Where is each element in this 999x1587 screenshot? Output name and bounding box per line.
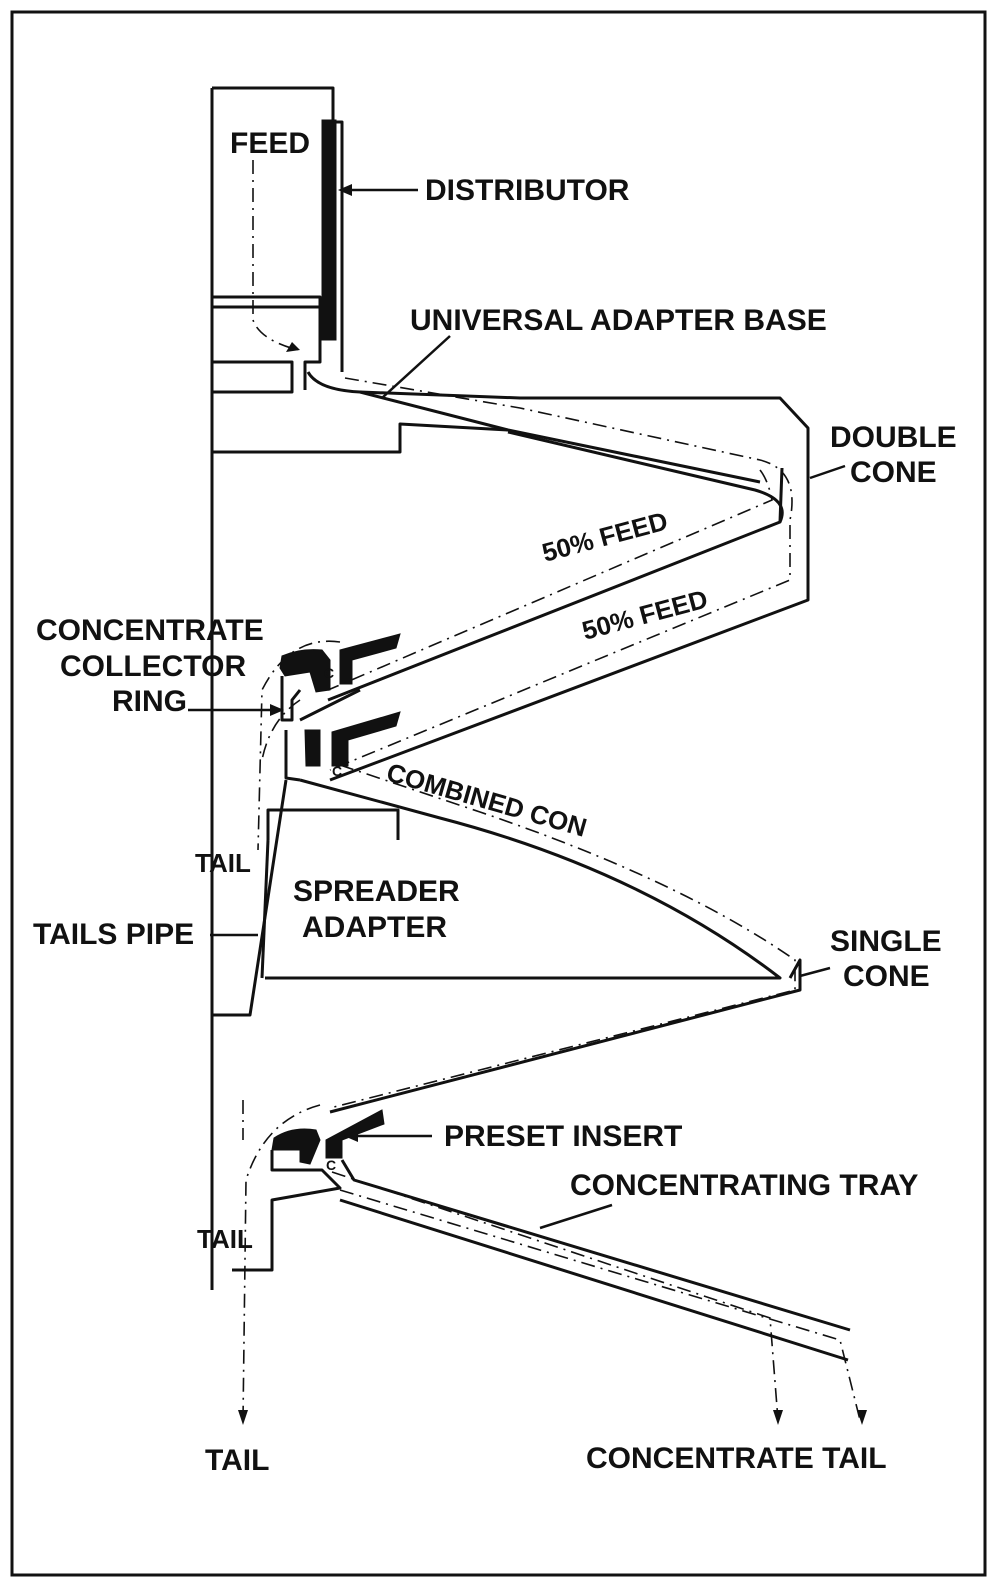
- label-double-cone-line2: CONE: [850, 456, 937, 489]
- label-concentrate-collector-ring-line2: COLLECTOR: [60, 650, 246, 683]
- label-spreader-adapter-line1: SPREADER: [293, 875, 460, 908]
- tails-pipe: [212, 779, 288, 1017]
- label-c-middle: C: [332, 763, 342, 779]
- distributor-assembly: [210, 86, 344, 1290]
- label-concentrate-collector-ring-line3: RING: [112, 685, 187, 718]
- label-concentrate-tail: CONCENTRATE TAIL: [586, 1442, 887, 1475]
- label-concentrating-tray: CONCENTRATING TRAY: [570, 1169, 918, 1202]
- concentrate-collector-ring: [279, 633, 401, 782]
- label-concentrate-collector-ring-line1: CONCENTRATE: [36, 614, 264, 647]
- label-single-cone-line1: SINGLE: [830, 925, 942, 958]
- label-single-cone-line2: CONE: [843, 960, 930, 993]
- label-c-lower: C: [326, 1157, 336, 1173]
- label-tails-pipe: TAILS PIPE: [33, 918, 194, 951]
- double-cone: [212, 371, 810, 782]
- diagram-labels: FEED DISTRIBUTOR UNIVERSAL ADAPTER BASE …: [33, 127, 957, 1477]
- label-feed: FEED: [230, 127, 310, 160]
- label-double-cone-line1: DOUBLE: [830, 421, 957, 454]
- label-distributor: DISTRIBUTOR: [425, 174, 630, 207]
- flow-lines: [238, 160, 867, 1425]
- diagram-frame: [10, 10, 987, 1577]
- label-tail-bottom: TAIL: [205, 1444, 269, 1477]
- label-tail-upper: TAIL: [195, 848, 251, 878]
- label-c-upper: C: [324, 665, 334, 681]
- label-universal-adapter-base: UNIVERSAL ADAPTER BASE: [410, 304, 827, 337]
- label-50-feed-upper: 50% FEED: [539, 506, 671, 568]
- label-preset-insert: PRESET INSERT: [444, 1120, 682, 1153]
- leader-lines: [188, 184, 846, 1230]
- label-spreader-adapter-line2: ADAPTER: [302, 911, 447, 944]
- label-tail-lower: TAIL: [197, 1224, 253, 1254]
